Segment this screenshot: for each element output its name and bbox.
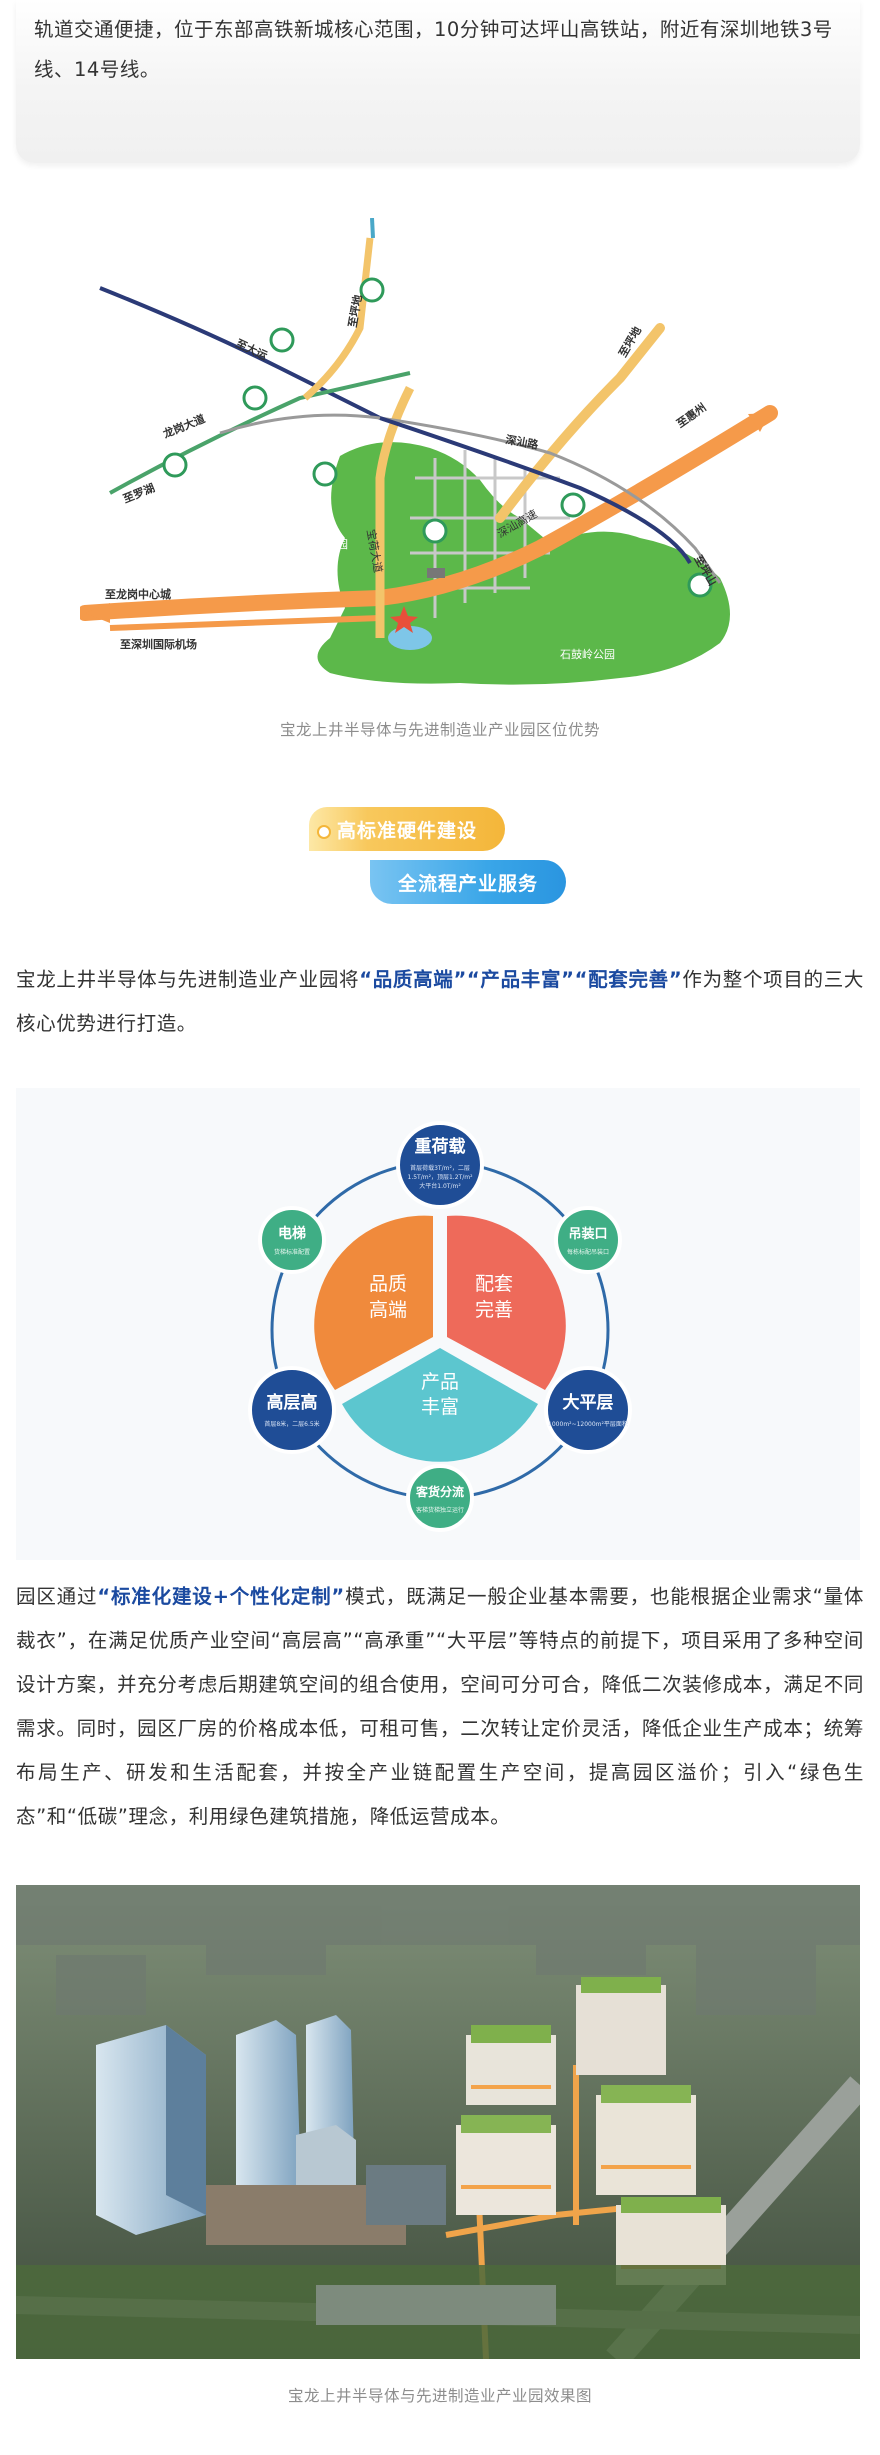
- svg-text:1.5T/m²，顶层1.2T/m²: 1.5T/m²，顶层1.2T/m²: [408, 1174, 474, 1181]
- paragraph-model: 园区通过“标准化建设+个性化定制”模式，既满足一般企业基本需要，也能根据企业需求…: [16, 1575, 864, 1839]
- svg-text:1000m²~12000m²平层面积: 1000m²~12000m²平层面积: [548, 1420, 628, 1428]
- label-to-center: 至龙岗中心城: [105, 587, 171, 601]
- svg-text:电梯: 电梯: [278, 1225, 306, 1242]
- advantage-diagram: 品质 高端 配套 完善 产品 丰富 重荷载 首层荷载3T/m²，二层 1.5T/…: [248, 1121, 632, 1532]
- location-map: 至大运 至坪地 至坪地 至惠州 至坪山 龙岗大道 至罗湖 至龙岗中心城 至深圳国…: [80, 218, 778, 685]
- node-heavy: 重荷载 首层荷载3T/m²，二层 1.5T/m²，顶层1.2T/m² 大平台1.…: [396, 1121, 484, 1209]
- node-crane: 吊装口 每栋标配吊装口: [554, 1206, 622, 1274]
- para1-tail: 作为整个项目的三大核心优势进行打造。: [16, 968, 865, 1035]
- node-lift: 电梯 货梯标准配置: [258, 1206, 326, 1274]
- svg-text:高层高: 高层高: [267, 1392, 318, 1413]
- core-bottom-1: 产品: [421, 1371, 459, 1393]
- core-bottom-2: 丰富: [421, 1396, 459, 1418]
- project-marker: [390, 606, 418, 633]
- pie-bottom: [342, 1348, 538, 1462]
- label-shenshan-rd: 深汕路: [504, 432, 540, 452]
- para1-highlight-2: “产品丰富”: [466, 968, 575, 991]
- map-caption: 宝龙上井半导体与先进制造业产业园区位优势: [279, 721, 600, 739]
- core-left-2: 高端: [369, 1299, 407, 1321]
- svg-text:重荷载: 重荷载: [415, 1136, 466, 1157]
- label-to-airport: 至深圳国际机场: [120, 637, 197, 651]
- tag-service: 全流程产业服务: [370, 860, 566, 904]
- aerial-rendering-art: [16, 1885, 860, 2359]
- aerial-caption: 宝龙上井半导体与先进制造业产业园效果图: [287, 2387, 592, 2405]
- para2-lead: 园区通过: [16, 1585, 98, 1608]
- svg-text:大平层: 大平层: [563, 1392, 614, 1413]
- node-high: 高层高 首层8米，二层6.5米: [248, 1366, 336, 1454]
- tag-hardware: 高标准硬件建设: [309, 807, 505, 851]
- svg-text:货梯标准配置: 货梯标准配置: [274, 1248, 310, 1256]
- pie-left: [314, 1215, 433, 1390]
- pie-right: [447, 1215, 566, 1390]
- para2-highlight: “标准化建设+个性化定制”: [97, 1585, 345, 1608]
- label-longgang-ave: 龙岗大道: [160, 411, 207, 441]
- para1-highlight-1: “品质高端”: [359, 968, 467, 991]
- tag-service-label: 全流程产业服务: [397, 872, 538, 895]
- svg-text:吊装口: 吊装口: [568, 1226, 607, 1242]
- tag-hardware-label: 高标准硬件建设: [336, 819, 477, 842]
- para1-lead: 宝龙上井半导体与先进制造业产业园将: [16, 968, 360, 991]
- paragraph-core: 宝龙上井半导体与先进制造业产业园将“品质高端”“产品丰富”“配套完善”作为整个项…: [16, 958, 864, 1046]
- svg-text:首层荷载3T/m²，二层: 首层荷载3T/m²，二层: [410, 1164, 470, 1172]
- label-to-dayun: 至大运: [234, 336, 270, 363]
- label-shigu-park: 石鼓岭公园: [560, 647, 615, 661]
- svg-text:客梯货梯独立运行: 客梯货梯独立运行: [416, 1506, 464, 1514]
- tag-dot: [317, 825, 331, 839]
- core-left-1: 品质: [369, 1273, 407, 1295]
- core-right-1: 配套: [475, 1273, 513, 1295]
- svg-text:首层8米，二层6.5米: 首层8米，二层6.5米: [264, 1420, 319, 1428]
- para1-highlight-3: “配套完善”: [574, 968, 683, 991]
- svg-text:大平台1.0T/m²: 大平台1.0T/m²: [419, 1182, 461, 1190]
- intro-card: [16, 0, 860, 163]
- aerial-rendering: [16, 1885, 860, 2359]
- core-right-2: 完善: [475, 1299, 513, 1321]
- label-to-pingdi: 至坪地: [345, 294, 365, 329]
- label-baling-park: 八仙岭公园: [293, 537, 348, 551]
- node-big: 大平层 1000m²~12000m²平层面积: [544, 1366, 632, 1454]
- node-split: 客货分流 客梯货梯独立运行: [406, 1464, 474, 1532]
- label-to-huizhou: 至惠州: [674, 400, 709, 430]
- svg-text:客货分流: 客货分流: [415, 1484, 464, 1499]
- para2-rest: 模式，既满足一般企业基本需要，也能根据企业需求“量体裁衣”，在满足优质产业空间“…: [16, 1585, 865, 1828]
- intro-text: 轨道交通便捷，位于东部高铁新城核心范围，10分钟可达坪山高铁站，附近有深圳地铁3…: [34, 18, 833, 81]
- svg-text:每栋标配吊装口: 每栋标配吊装口: [567, 1248, 609, 1256]
